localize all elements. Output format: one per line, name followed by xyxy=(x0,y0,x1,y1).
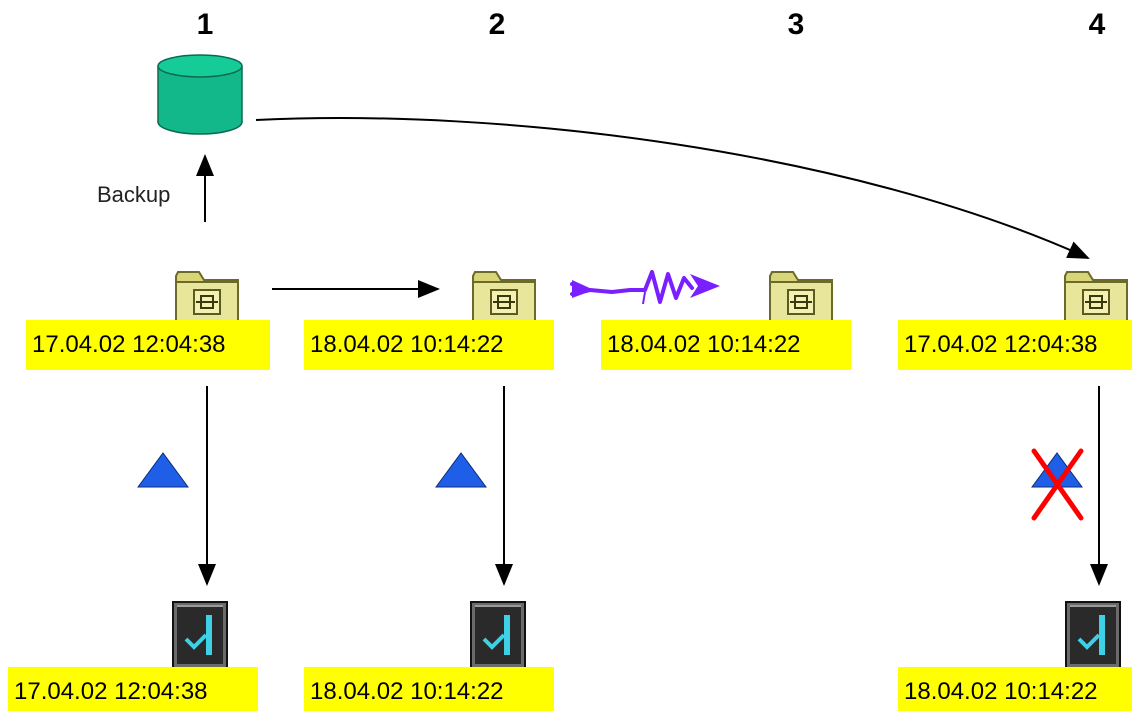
step-number-4: 4 xyxy=(1088,8,1106,41)
device-timestamp-step2: 18.04.02 10:14:22 xyxy=(304,667,554,711)
step-number-3: 3 xyxy=(787,8,805,41)
backup-label: Backup xyxy=(97,182,171,207)
blocked-update-icon-step4 xyxy=(1031,448,1084,521)
folder-timestamp-step2: 18.04.02 10:14:22 xyxy=(304,320,554,370)
folder-timestamp-step3: 18.04.02 10:14:22 xyxy=(601,320,851,370)
device-icon-step1 xyxy=(172,601,228,674)
database-icon xyxy=(156,54,244,141)
folder-timestamp-step1: 17.04.02 12:04:38 xyxy=(26,320,270,370)
device-timestamp-step4: 18.04.02 10:14:22 xyxy=(898,667,1132,711)
device-icon-step4 xyxy=(1065,601,1121,674)
folder-icon-step2 xyxy=(471,268,537,329)
folder-icon-step1 xyxy=(174,268,240,329)
folder-icon-step3 xyxy=(768,268,834,329)
restore-arrow xyxy=(255,117,1090,259)
folder-icon-step4 xyxy=(1063,268,1129,329)
step-number-1: 1 xyxy=(196,8,214,41)
update-triangle-icon-step2 xyxy=(435,452,487,488)
device-timestamp-step1: 17.04.02 12:04:38 xyxy=(8,667,258,711)
update-triangle-icon-step1 xyxy=(137,452,189,488)
step-number-2: 2 xyxy=(488,8,506,41)
lightning-bolt-icon xyxy=(570,270,720,305)
device-icon-step2 xyxy=(470,601,526,674)
folder-timestamp-step4: 17.04.02 12:04:38 xyxy=(898,320,1132,370)
